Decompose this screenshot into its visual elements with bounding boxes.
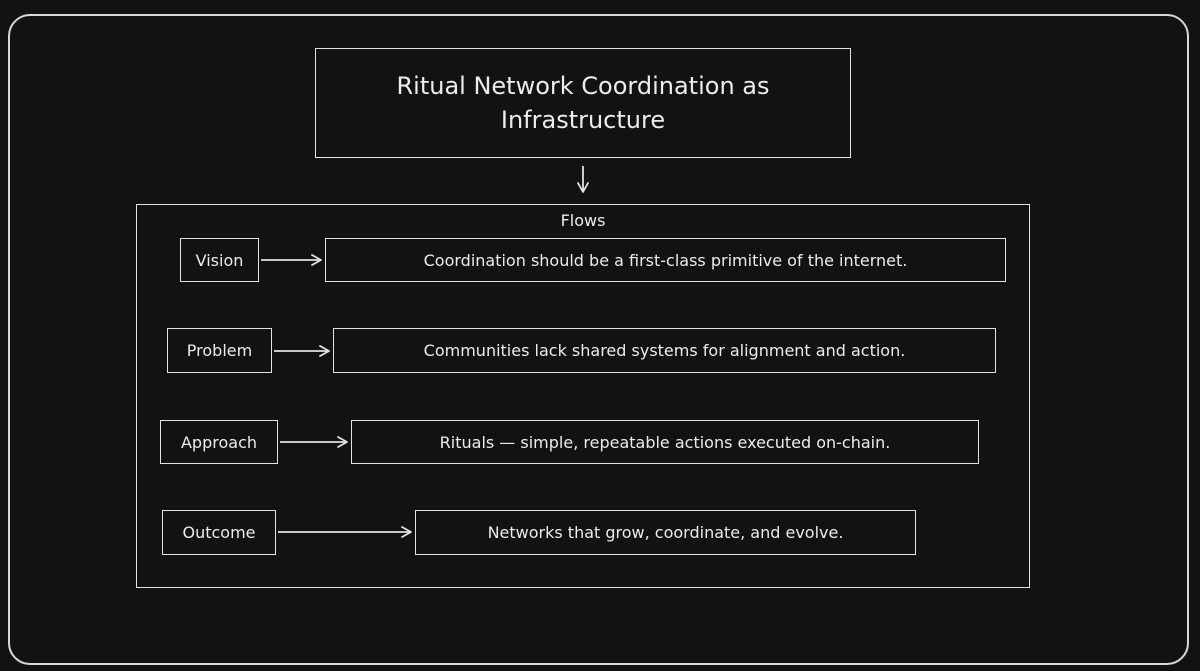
title-text: Ritual Network Coordination as Infrastru… xyxy=(396,72,770,134)
canvas-frame xyxy=(8,14,1189,665)
title-box[interactable]: Ritual Network Coordination as Infrastru… xyxy=(315,48,851,158)
problem-description-box[interactable]: Communities lack shared systems for alig… xyxy=(333,328,996,373)
problem-description: Communities lack shared systems for alig… xyxy=(423,341,906,360)
outcome-description-box[interactable]: Networks that grow, coordinate, and evol… xyxy=(415,510,916,555)
vision-label: Vision xyxy=(195,250,244,270)
vision-description-box[interactable]: Coordination should be a first-class pri… xyxy=(325,238,1006,282)
approach-description: Rituals — simple, repeatable actions exe… xyxy=(439,432,891,452)
vision-label-box[interactable]: Vision xyxy=(180,238,259,282)
approach-description-box[interactable]: Rituals — simple, repeatable actions exe… xyxy=(351,420,979,464)
outcome-label-box[interactable]: Outcome xyxy=(162,510,276,555)
vision-description: Coordination should be a first-class pri… xyxy=(423,250,908,270)
flows-group-box[interactable] xyxy=(136,204,1030,588)
problem-label: Problem xyxy=(186,341,253,360)
outcome-description: Networks that grow, coordinate, and evol… xyxy=(487,523,844,542)
problem-label-box[interactable]: Problem xyxy=(167,328,272,373)
flows-group-label: Flows xyxy=(560,211,606,230)
outcome-label: Outcome xyxy=(182,523,256,542)
approach-label-box[interactable]: Approach xyxy=(160,420,278,464)
approach-label: Approach xyxy=(180,432,257,452)
